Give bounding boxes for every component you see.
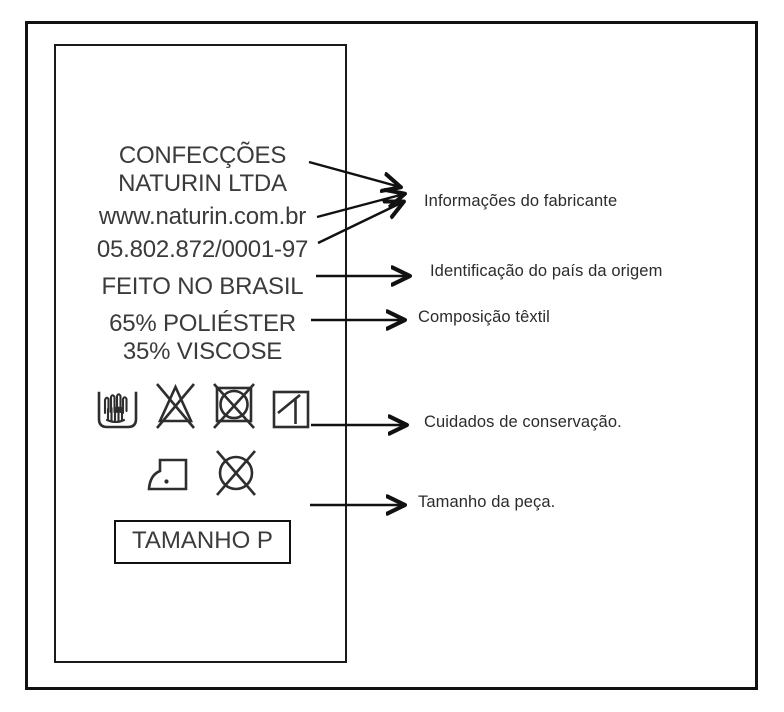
website-line: www.naturin.com.br: [98, 203, 307, 230]
care-symbols-row-2: [56, 447, 349, 504]
hand-wash-icon: [94, 387, 141, 437]
composition-line-2: 35% VISCOSE: [122, 338, 283, 365]
do-not-dry-clean-icon: [210, 447, 262, 504]
size-box-wrapper: TAMANHO P: [56, 520, 349, 564]
composition-line-1: 65% POLIÉSTER: [109, 310, 296, 337]
company-name-line-2: NATURIN LTDA: [118, 170, 287, 197]
cnpj-line: 05.802.872/0001-97: [96, 236, 309, 263]
garment-label-card: CONFECÇÕES NATURIN LTDA www.naturin.com.…: [54, 44, 347, 663]
company-name-line-1: CONFECÇÕES: [118, 142, 287, 169]
dry-in-shade-icon: [270, 387, 312, 437]
outer-frame: [25, 21, 758, 690]
do-not-tumble-dry-icon: [210, 380, 259, 437]
garment-label-text-stack: CONFECÇÕES NATURIN LTDA www.naturin.com.…: [56, 142, 349, 564]
country-of-origin-line: FEITO NO BRASIL: [101, 273, 304, 300]
iron-low-temperature-icon: [144, 451, 196, 504]
care-symbols-row-1: [56, 380, 349, 437]
do-not-bleach-icon: [152, 380, 199, 437]
size-box: TAMANHO P: [114, 520, 291, 564]
